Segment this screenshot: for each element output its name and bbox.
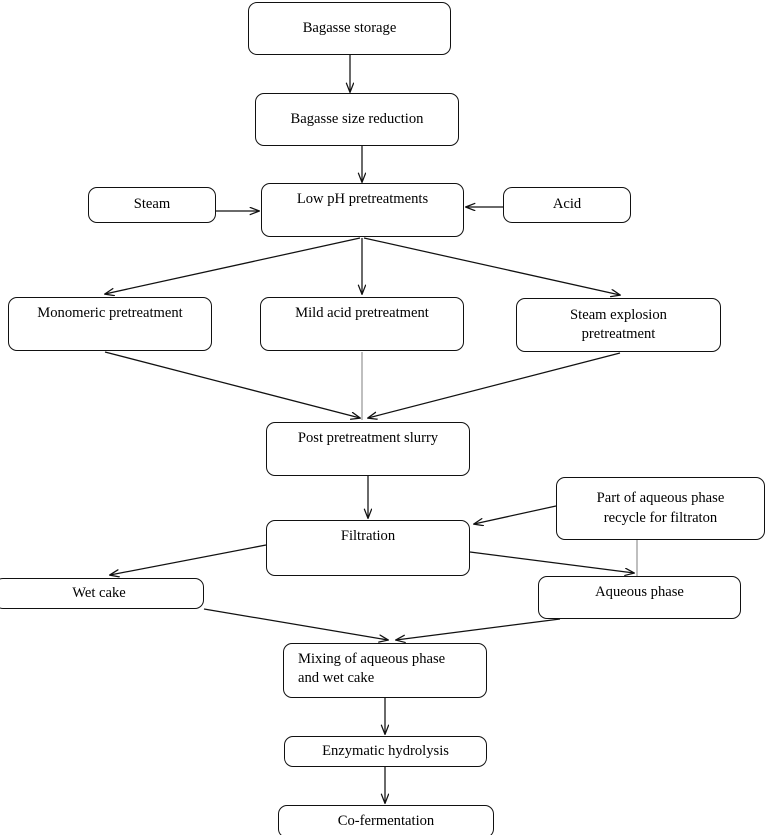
node-filtration[interactable]: Filtration <box>266 520 470 576</box>
node-label: Aqueous phase <box>595 584 684 600</box>
node-co-fermentation[interactable]: Co-fermentation <box>278 805 494 835</box>
node-label: Wet cake <box>72 584 126 601</box>
node-wet-cake[interactable]: Wet cake <box>0 578 204 609</box>
edge-monomeric-to-slurry <box>104 351 360 418</box>
node-label: Part of aqueous phase recycle for filtra… <box>596 490 725 526</box>
node-bagasse-size-reduction[interactable]: Bagasse size reduction <box>255 93 459 146</box>
node-mixing-aqueous-wet-cake[interactable]: Mixing of aqueous phase and wet cake <box>283 643 487 698</box>
node-label: Steam explosion pretreatment <box>570 306 667 342</box>
node-mild-acid-pretreatment[interactable]: Mild acid pretreatment <box>260 297 464 351</box>
edge-wetcake-to-mixing <box>203 608 388 640</box>
edge-lowph-to-steamexplosion <box>363 237 620 295</box>
node-label: Low pH pretreatments <box>296 191 429 207</box>
node-label: Acid <box>552 196 582 213</box>
node-bagasse-storage[interactable]: Bagasse storage <box>248 2 451 55</box>
edge-recycle-to-filtration <box>474 505 557 524</box>
edge-lowph-to-monomeric <box>105 237 361 294</box>
edge-aqueous-to-mixing <box>396 618 561 640</box>
node-label: Co-fermentation <box>337 812 435 829</box>
node-label: Steam <box>133 196 171 213</box>
node-label: Monomeric pretreatment <box>37 305 183 321</box>
node-enzymatic-hydrolysis[interactable]: Enzymatic hydrolysis <box>284 736 487 767</box>
node-label: Enzymatic hydrolysis <box>322 742 449 759</box>
node-label: Bagasse size reduction <box>290 110 424 127</box>
node-monomeric-pretreatment[interactable]: Monomeric pretreatment <box>8 297 212 351</box>
node-aqueous-phase[interactable]: Aqueous phase <box>538 576 741 619</box>
node-label: Bagasse storage <box>302 19 397 36</box>
edge-filtration-to-aqueous <box>469 551 634 573</box>
node-post-pretreatment-slurry[interactable]: Post pretreatment slurry <box>266 422 470 476</box>
node-label: Mixing of aqueous phase and wet cake <box>298 651 446 687</box>
node-steam-explosion-pretreatment[interactable]: Steam explosion pretreatment <box>516 298 721 352</box>
node-label: Post pretreatment slurry <box>297 430 439 446</box>
node-label: Filtration <box>340 528 396 544</box>
node-label: Mild acid pretreatment <box>295 305 429 321</box>
node-acid[interactable]: Acid <box>503 187 631 223</box>
node-aqueous-recycle[interactable]: Part of aqueous phase recycle for filtra… <box>556 477 765 540</box>
node-steam[interactable]: Steam <box>88 187 216 223</box>
edge-steamexplosion-to-slurry <box>368 352 621 418</box>
edge-filtration-to-wetcake <box>110 544 267 575</box>
node-low-ph-pretreatments[interactable]: Low pH pretreatments <box>261 183 464 237</box>
